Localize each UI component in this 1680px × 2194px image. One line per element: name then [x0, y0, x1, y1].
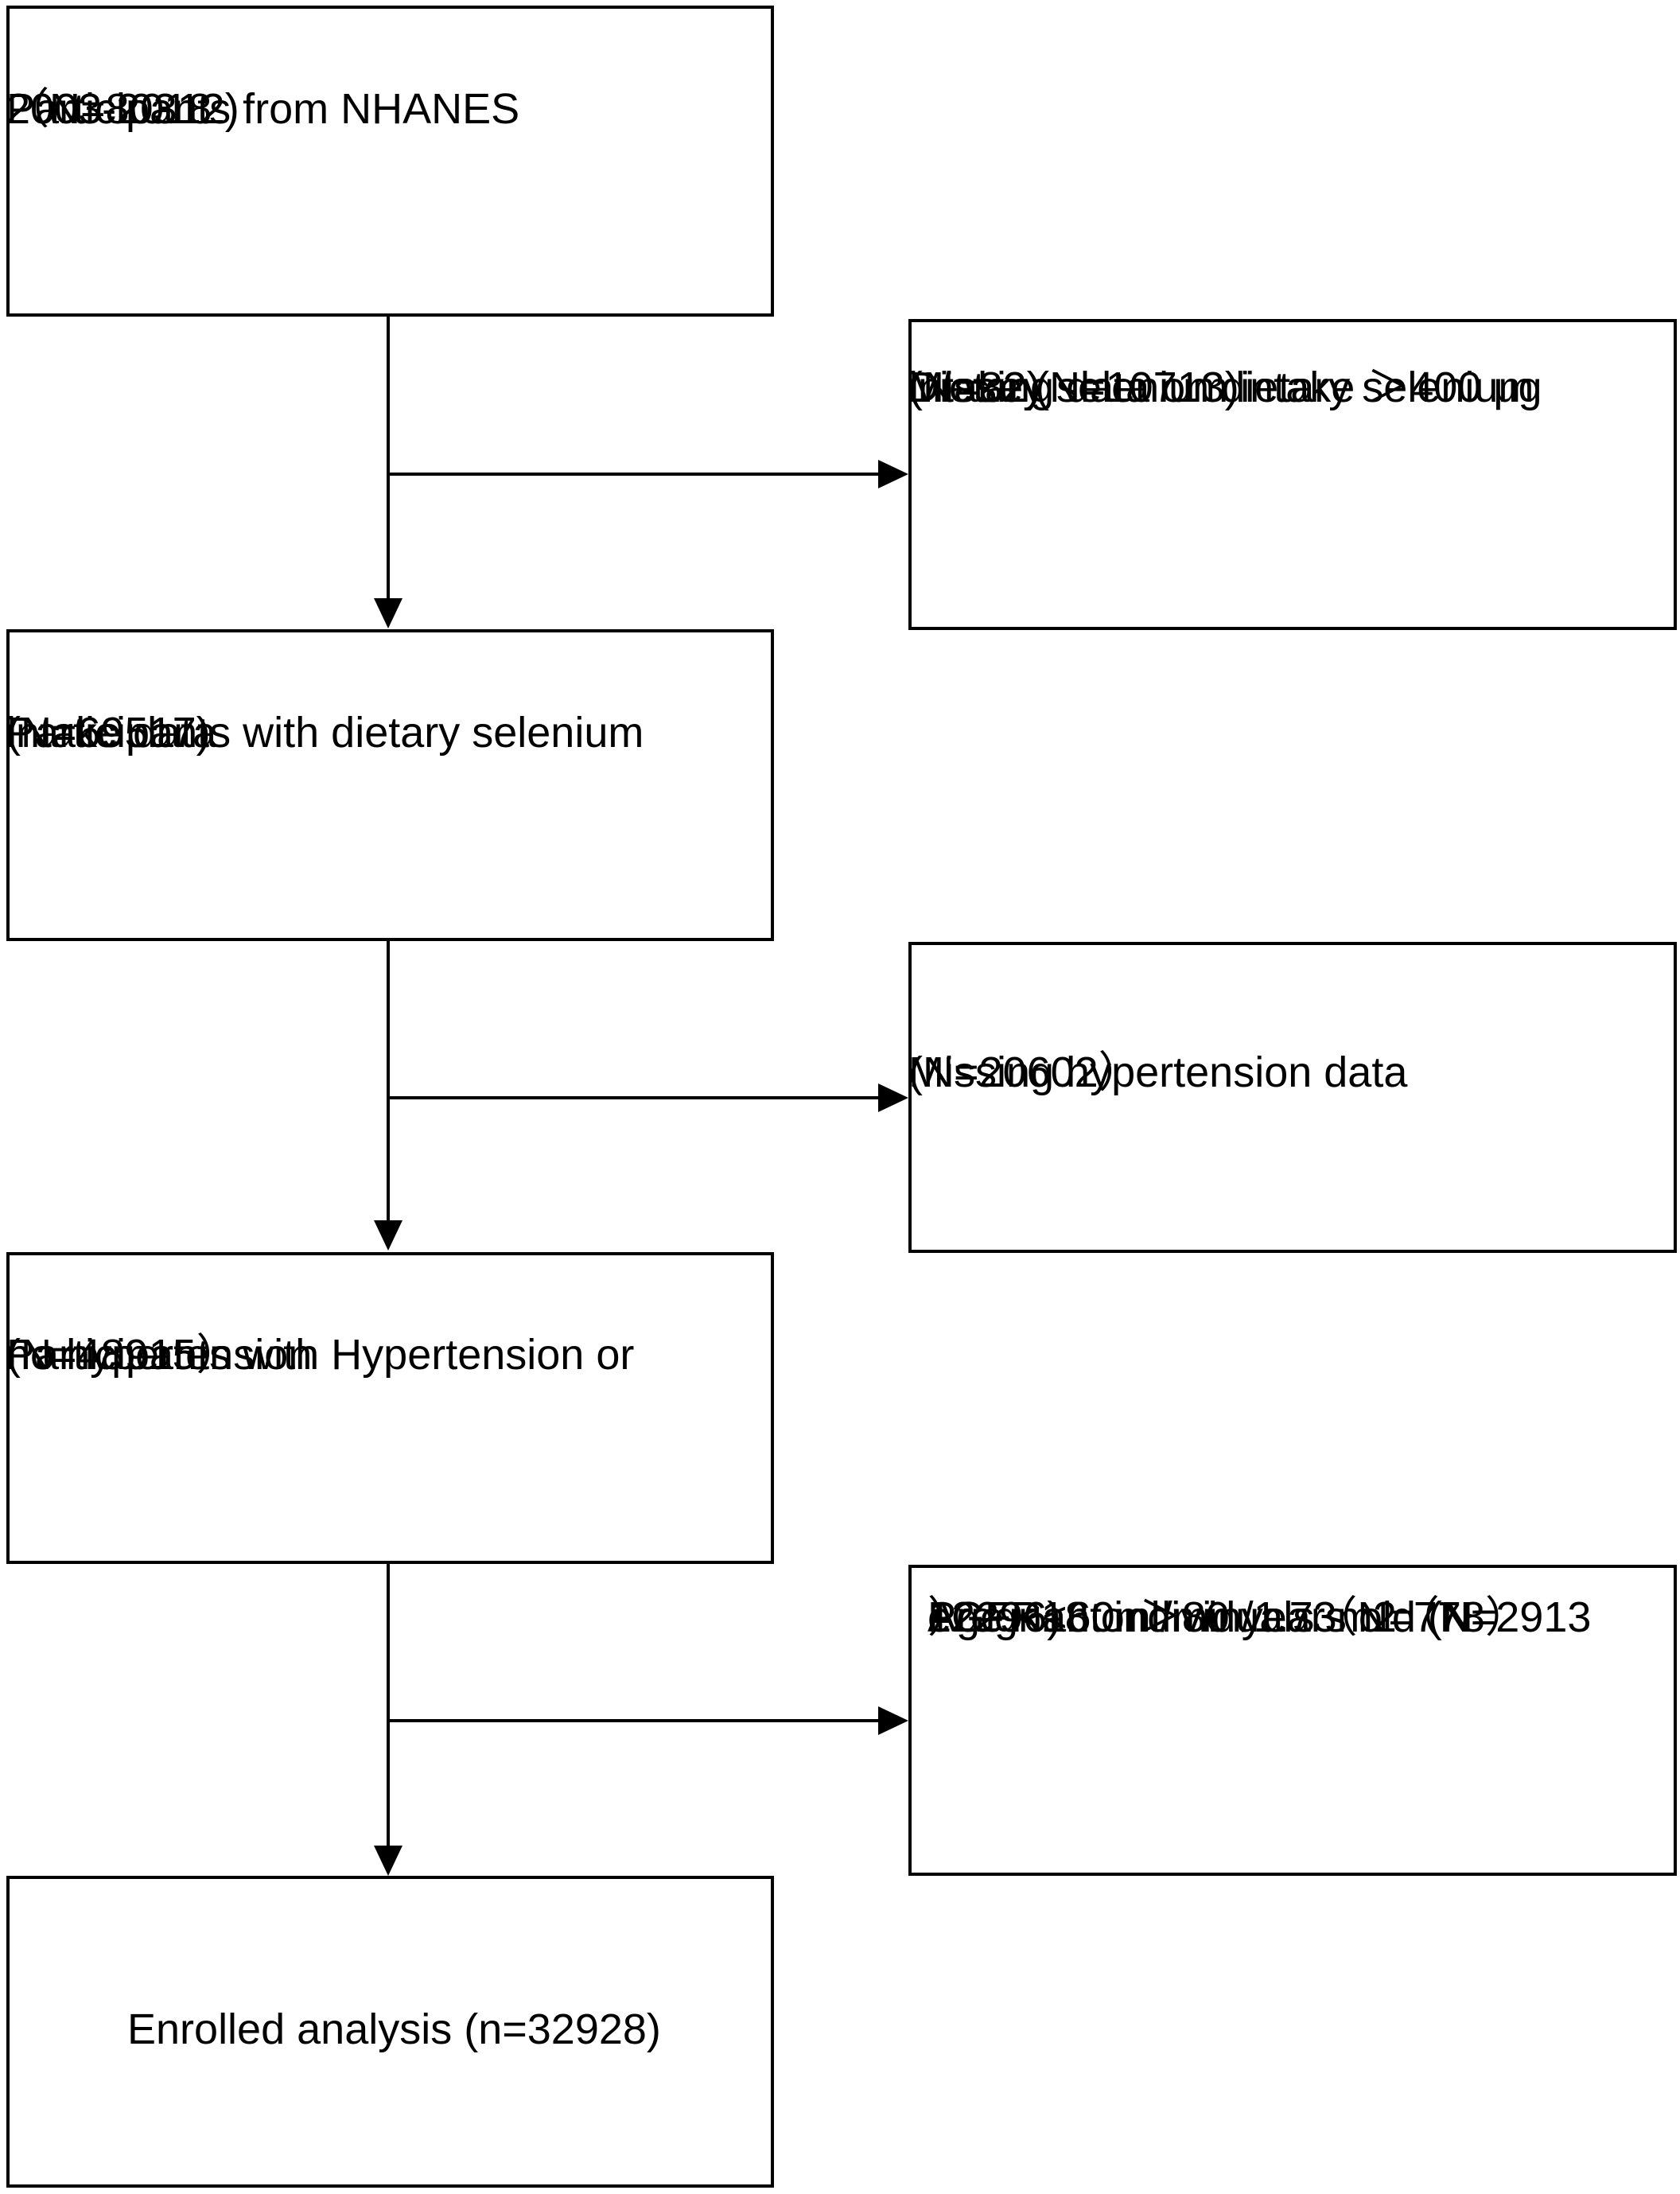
exclusion-2-line-2: (N=20602） [908, 1048, 1141, 1096]
exclusion-3-line-1: Pregnant individuals（N=778） [928, 1593, 1528, 1641]
start-line-3: （N=80312) [6, 85, 239, 133]
start-box [6, 6, 774, 317]
step-2-box [6, 629, 774, 941]
exclusion-1-line-4: (N=82) [908, 364, 1041, 411]
start-line-2: 2003-2018 [6, 85, 212, 133]
exclusion-1-line-1: Missing data on dietary selenium [908, 364, 1534, 411]
arrowhead-step2-to-step3 [374, 1220, 402, 1251]
exclusion-1-line-3: Dietary selenium intake ＞400 μg [908, 364, 1542, 411]
step-3-box [6, 1252, 774, 1564]
arrowhead-to-exclusion1 [878, 460, 908, 488]
exclusion-1-line-2: intake (N=10713) [908, 364, 1239, 411]
exclusion-1-box [908, 319, 1677, 630]
exclusion-2-line-1: Missing hypertension data [908, 1048, 1408, 1096]
exclusion-3-line-5: ） [928, 1593, 970, 1641]
exclusion-3-line-3: 12296) [928, 1593, 1062, 1641]
step-3-line-1: Participants with Hypertension or [6, 1331, 635, 1379]
step-2-line-2: intake data [6, 709, 217, 757]
exclusion-3-line-4: eGFR<60ml/min/1.73m2（N=2913 [928, 1593, 1592, 1641]
arrowhead-step3-to-final [374, 1846, 402, 1876]
arrowhead-start-to-step2 [374, 598, 402, 628]
start-line-1: Participants from NHANES [6, 85, 520, 133]
exclusion-3-line-2: Age <18 or＞80 years old (N= [928, 1593, 1499, 1641]
final-box [6, 1876, 774, 2188]
step-3-line-2: no hypertension [6, 1331, 313, 1379]
step-3-line-3: (N=48915） [6, 1331, 239, 1379]
exclusion-3-box [908, 1565, 1677, 1876]
step-2-line-3: (N=69517) [6, 709, 211, 757]
step-2-line-1: Participants with dietary selenium [6, 709, 644, 757]
final-line-1: Enrolled analysis (n=32928) [127, 2005, 661, 2053]
arrowhead-to-exclusion3 [878, 1706, 908, 1735]
arrowhead-to-exclusion2 [878, 1083, 908, 1112]
exclusion-2-box [908, 942, 1677, 1253]
